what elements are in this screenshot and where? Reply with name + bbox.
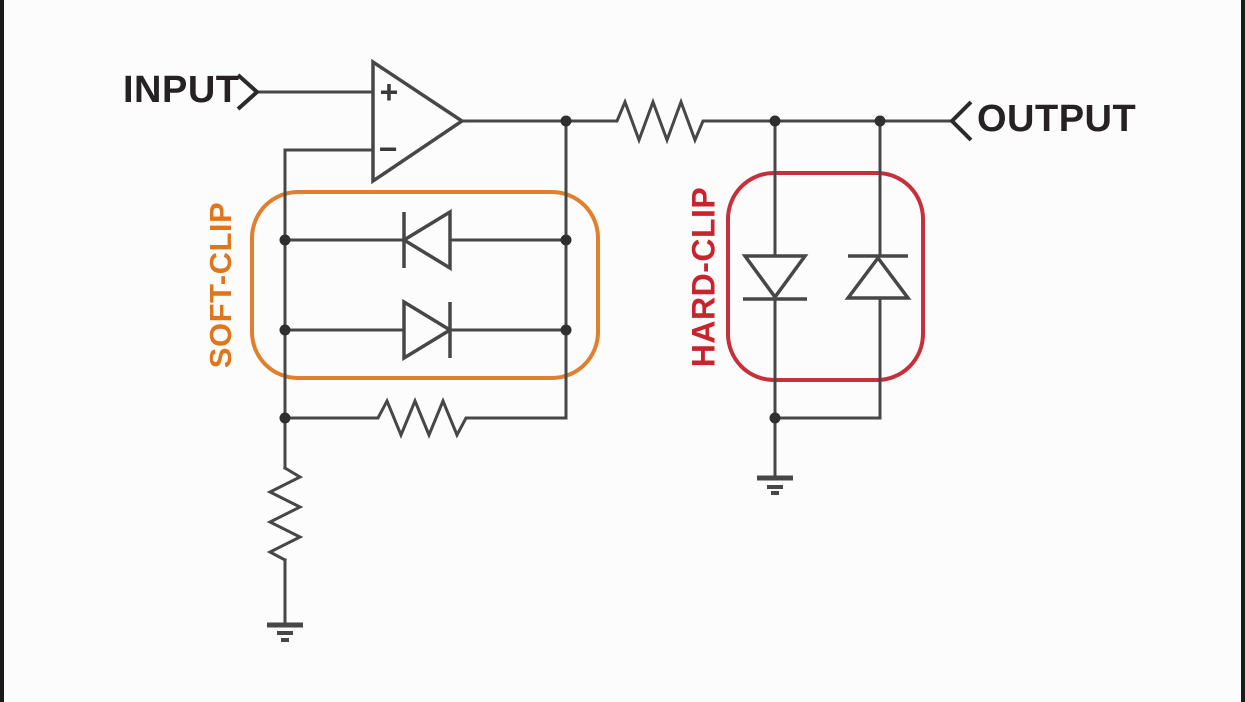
wire-inverting-feedback-left (283, 148, 375, 470)
wire-hardclip-right-bottom (773, 296, 882, 420)
soft-clip-box (250, 190, 600, 380)
hard-clip-box (726, 171, 925, 382)
junction-dot (279, 234, 291, 246)
diode-triangle (741, 254, 809, 300)
hard-clip-label: HARD-CLIP (685, 186, 722, 368)
wire-output-with-series-resistor (460, 97, 954, 145)
ground-symbol-left (267, 622, 303, 642)
junction-dots (279, 115, 886, 424)
op-amp-triangle (371, 58, 466, 185)
junction-dot (874, 115, 886, 127)
soft-clip-diodes (400, 208, 454, 362)
soft-clip-label: SOFT-CLIP (203, 201, 238, 369)
output-terminal-arrow (949, 100, 973, 142)
wires (255, 90, 954, 627)
diode-right-pointing (402, 298, 454, 362)
diode-triangle (400, 208, 452, 272)
wire-feedback-resistor (283, 397, 568, 439)
op-amp: + − (371, 58, 466, 185)
ground-symbol-right (757, 475, 793, 495)
junction-dot (279, 412, 291, 424)
diode-triangle (844, 255, 912, 300)
junction-dot (560, 234, 572, 246)
op-amp-plus-sign: + (380, 74, 399, 110)
diode-triangle (402, 298, 454, 362)
left-edge-border (0, 0, 4, 702)
junction-dot (560, 115, 572, 127)
resistor-vertical (266, 465, 304, 563)
junction-dot (279, 324, 291, 336)
diode-down-pointing (741, 254, 809, 301)
input-label: INPUT (123, 68, 240, 111)
output-label: OUTPUT (977, 97, 1137, 140)
junction-dot (560, 324, 572, 336)
diode-up-pointing (844, 254, 912, 300)
diode-left-pointing (400, 208, 452, 272)
input-terminal-arrow (236, 73, 260, 111)
junction-dot (769, 115, 781, 127)
right-edge-border (1241, 0, 1245, 702)
hard-clip-diodes (741, 254, 912, 301)
op-amp-minus-sign: − (379, 131, 398, 167)
junction-dot (769, 412, 781, 424)
